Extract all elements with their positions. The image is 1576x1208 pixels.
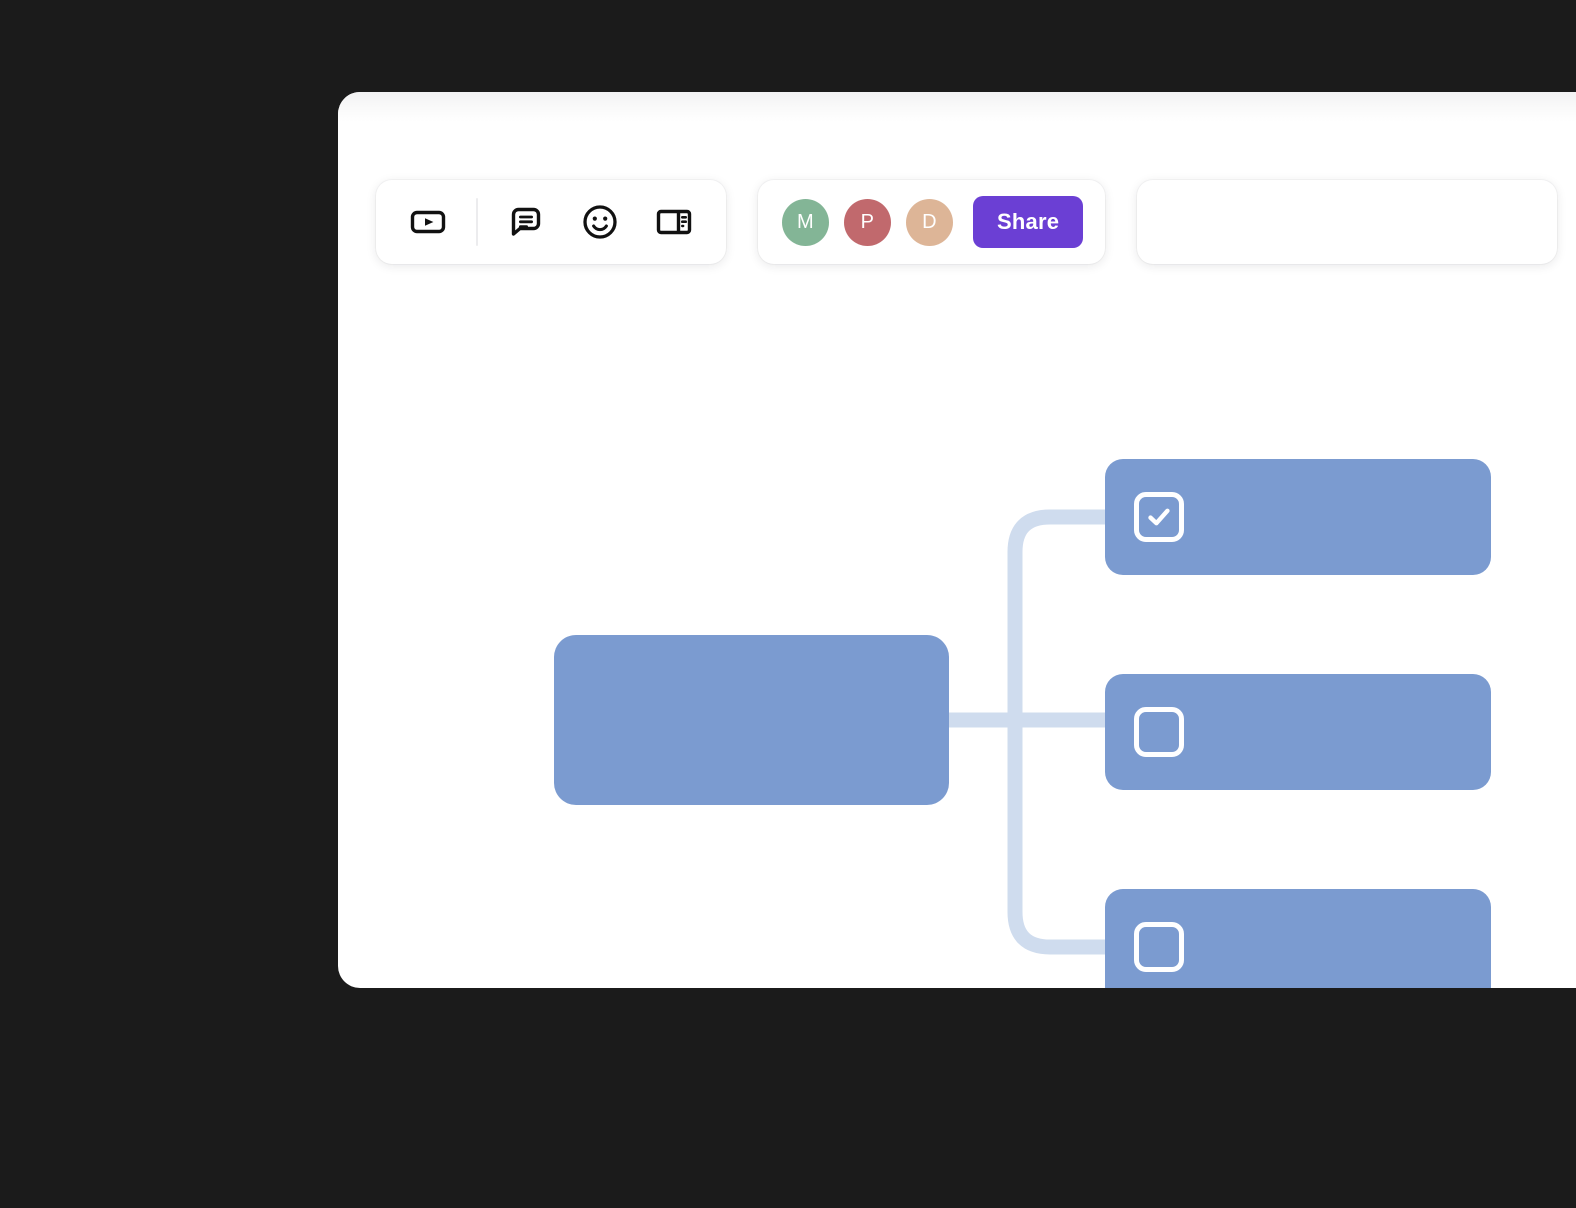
mindmap-child-node[interactable] (1105, 889, 1491, 988)
mindmap-canvas[interactable] (338, 252, 1576, 988)
avatar[interactable]: P (844, 198, 891, 246)
mindmap-child-node[interactable] (1105, 674, 1491, 790)
avatar[interactable]: M (782, 198, 829, 246)
connector-layer (949, 509, 1105, 955)
checkbox-checked-icon[interactable] (1134, 492, 1184, 542)
window-title-bar (338, 92, 1576, 122)
comment-icon[interactable] (500, 196, 552, 248)
mindmap-root-node[interactable] (554, 635, 949, 805)
toolbar-overflow-group[interactable] (1137, 180, 1558, 264)
checkbox-unchecked-icon[interactable] (1134, 922, 1184, 972)
connector-up (1007, 509, 1105, 720)
share-button[interactable]: Share (973, 196, 1084, 248)
checkbox-unchecked-icon[interactable] (1134, 707, 1184, 757)
video-icon[interactable] (402, 196, 454, 248)
app-window: M P D Share (338, 92, 1576, 988)
toolbar-divider (476, 198, 478, 246)
emoji-icon[interactable] (574, 196, 626, 248)
panel-icon[interactable] (648, 196, 700, 248)
floating-toolbar: M P D Share (376, 180, 1558, 264)
avatar[interactable]: D (906, 198, 953, 246)
connector-down (1007, 720, 1105, 955)
tool-group (376, 180, 726, 264)
mindmap-child-node[interactable] (1105, 459, 1491, 575)
presence-group: M P D Share (758, 180, 1106, 264)
